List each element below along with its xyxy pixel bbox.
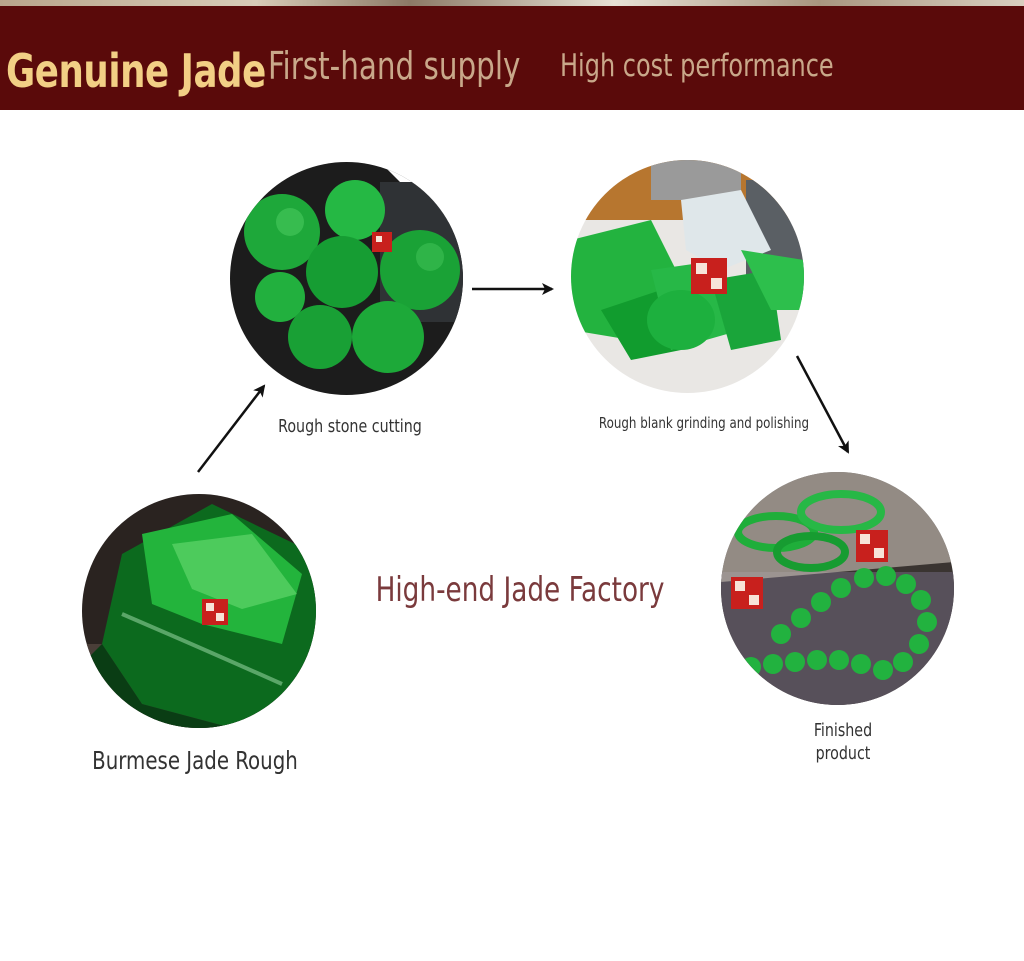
center-title: High-end Jade Factory xyxy=(375,570,665,610)
arrow-icon xyxy=(795,355,850,454)
seal-stamp-icon xyxy=(372,232,392,252)
seal-stamp-icon xyxy=(731,530,888,609)
step-label-stone-cutting: Rough stone cutting xyxy=(278,416,422,437)
step-label-jade-rough: Burmese Jade Rough xyxy=(92,746,298,775)
stone-cutting-photo xyxy=(230,162,463,395)
header-banner: Genuine Jade First-hand supply High cost… xyxy=(0,6,1024,110)
jade-rough-photo xyxy=(82,494,316,728)
step-label-finished-line-1: Finished xyxy=(813,720,873,741)
seal-stamp-icon xyxy=(691,258,727,294)
step-label-finished-line-2: product xyxy=(815,743,871,764)
finished-product-photo xyxy=(721,472,954,705)
top-photo-strip xyxy=(0,0,1024,6)
seal-stamp-icon xyxy=(202,599,228,625)
banner-slogan-cost: High cost performance xyxy=(560,48,834,84)
grinding-polishing-photo xyxy=(571,160,804,393)
banner-title: Genuine Jade xyxy=(6,44,266,98)
step-label-grinding-polishing: Rough blank grinding and polishing xyxy=(598,414,810,432)
banner-slogan-first-hand: First-hand supply xyxy=(268,44,521,88)
